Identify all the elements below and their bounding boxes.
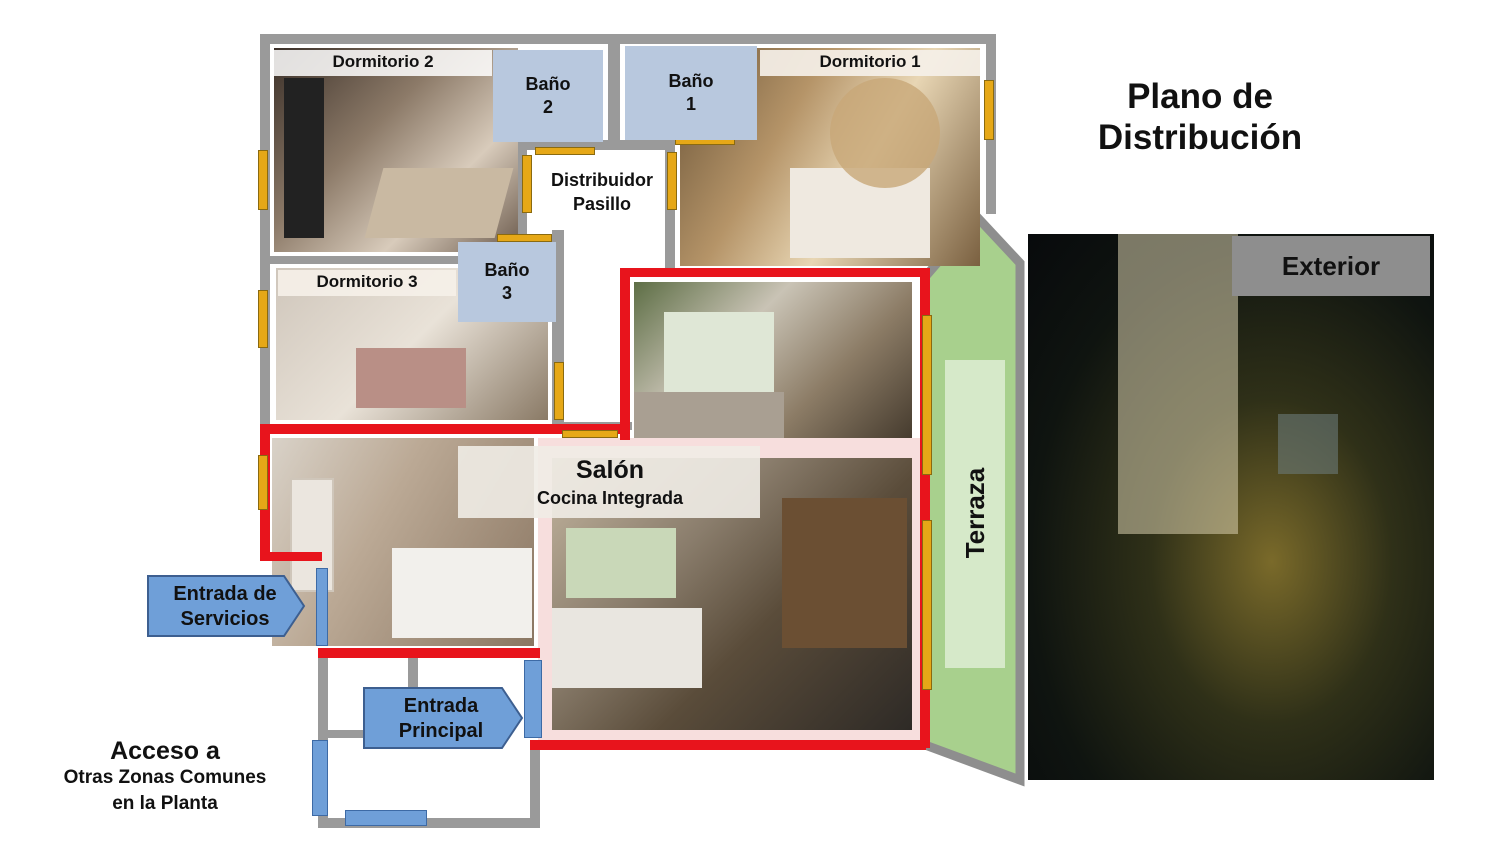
acceso-line2: Otras Zonas Comunes: [63, 767, 267, 788]
wall: [260, 34, 994, 44]
distribuidor-label: Distribuidor Pasillo: [532, 168, 672, 216]
living-outline: [260, 552, 322, 561]
acceso-line3: en la Planta: [112, 793, 218, 814]
entrada-principal-line1: Entrada: [403, 695, 479, 717]
entrada-principal-arrow: [363, 687, 524, 749]
wall: [318, 818, 540, 828]
access-door: [345, 810, 427, 826]
door: [562, 430, 618, 438]
dormitorio-2-label: Dormitorio 2: [274, 50, 492, 76]
bano-1: Baño 1: [625, 46, 757, 140]
entrada-servicios-label: Entrada de Servicios: [150, 580, 300, 634]
page-title: Plano de Distribución: [1060, 76, 1340, 158]
dormitorio-2-photo: [274, 48, 518, 252]
salon-label: Salón: [575, 456, 645, 484]
page-title-line1: Plano de: [1127, 77, 1273, 116]
bano-3-label-line1: Baño: [484, 260, 530, 280]
living-outline: [620, 268, 630, 440]
living-outline: [318, 648, 540, 658]
entrada-servicios-line2: Servicios: [180, 608, 270, 630]
dormitorio-3-label: Dormitorio 3: [278, 270, 456, 296]
distribuidor-label-line1: Distribuidor: [551, 170, 653, 190]
terraza-label: Terraza: [960, 467, 990, 559]
wall: [260, 34, 270, 434]
window: [258, 150, 268, 210]
door: [922, 315, 932, 475]
bano-3-label-line2: 3: [501, 283, 512, 303]
entrada-servicios-arrow: [147, 575, 306, 637]
door: [554, 362, 564, 420]
living-outline: [620, 268, 930, 277]
wall: [260, 256, 530, 264]
kitchen-photo: [272, 438, 534, 646]
access-door: [312, 740, 328, 816]
distribuidor-label-line2: Pasillo: [572, 194, 632, 214]
wall: [530, 745, 540, 828]
wall: [608, 40, 620, 145]
window: [984, 80, 994, 140]
bano-1-label-line2: 1: [685, 94, 696, 114]
wall: [318, 730, 368, 738]
dormitorio-1-label: Dormitorio 1: [760, 50, 980, 76]
window: [258, 455, 268, 510]
terrace-outline: [925, 210, 1025, 787]
main-door: [524, 660, 542, 738]
door: [667, 152, 677, 210]
service-door: [316, 568, 328, 646]
window: [258, 290, 268, 348]
living-outline: [920, 268, 930, 748]
wall: [408, 658, 418, 690]
exterior-photo: [1028, 234, 1434, 780]
living-outline: [530, 740, 926, 750]
entrada-principal-label: Entrada Principal: [366, 692, 516, 746]
cocina-integrada-label: Cocina Integrada: [536, 488, 684, 508]
page-title-line2: Distribución: [1097, 118, 1303, 157]
door: [922, 520, 932, 690]
bano-2-label-line1: Baño: [525, 74, 571, 94]
salon-label-box: [458, 446, 760, 518]
bano-1-label-line1: Baño: [668, 71, 714, 91]
exterior-label: Exterior: [1281, 251, 1381, 281]
wall: [515, 140, 675, 150]
bano-3: Baño 3: [458, 242, 556, 322]
door: [522, 155, 532, 213]
bano-2: Baño 2: [493, 50, 603, 142]
salon-upper-photo: [634, 282, 912, 454]
entrada-servicios-line1: Entrada de: [173, 583, 277, 605]
entrada-principal-line2: Principal: [398, 720, 484, 742]
door: [535, 147, 595, 155]
door: [497, 234, 552, 242]
exterior-label-box: [1232, 236, 1430, 296]
living-outline: [260, 424, 630, 434]
bano-2-label-line2: 2: [542, 97, 553, 117]
acceso-line1: Acceso a: [110, 737, 220, 765]
